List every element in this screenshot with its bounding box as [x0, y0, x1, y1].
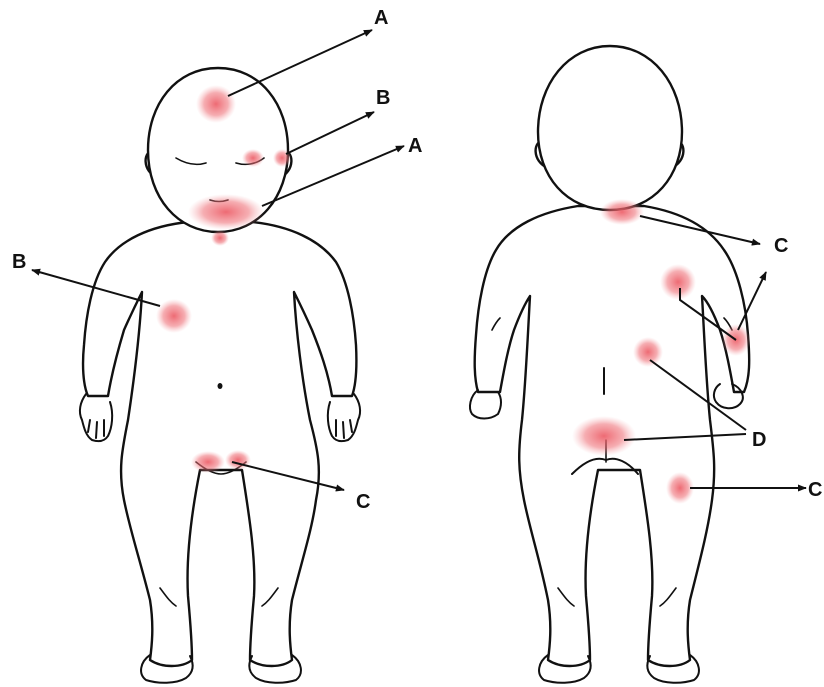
rash-front-groin-right	[225, 450, 251, 470]
rash-back-flank	[633, 337, 663, 367]
label-back-neck: C	[774, 235, 788, 257]
rash-front-groin-left	[191, 451, 225, 473]
arrow-front-cheek	[286, 112, 374, 154]
front-body-outline	[83, 222, 356, 666]
back-right-hand	[714, 384, 743, 408]
front-left-hand	[80, 394, 112, 441]
arrow-front-scalp	[228, 30, 372, 96]
front-view-infant	[80, 68, 360, 683]
front-right-hand	[328, 394, 360, 441]
rash-front-scalp	[196, 85, 236, 123]
rash-back-thigh	[666, 472, 694, 504]
label-back-trunk: D	[752, 429, 766, 451]
rash-back-buttocks	[572, 416, 636, 456]
label-front-cheek: B	[376, 87, 390, 109]
rash-front-chin	[188, 194, 264, 230]
rash-back-neck	[600, 199, 644, 225]
front-navel	[218, 383, 223, 389]
label-front-chest: B	[12, 251, 26, 273]
rash-front-cheek-right	[273, 149, 291, 167]
rash-back-shoulder	[660, 264, 696, 300]
rash-front-neck	[211, 230, 229, 246]
rash-front-cheek-left	[242, 149, 264, 167]
back-left-hand	[470, 390, 501, 419]
back-head-outline	[538, 46, 682, 210]
label-front-chin: A	[408, 135, 422, 157]
label-front-groin: C	[356, 491, 370, 513]
rash-front-chest	[156, 299, 192, 333]
back-view-infant	[470, 46, 749, 683]
label-back-thigh: C	[808, 479, 822, 501]
label-front-scalp: A	[374, 7, 388, 29]
